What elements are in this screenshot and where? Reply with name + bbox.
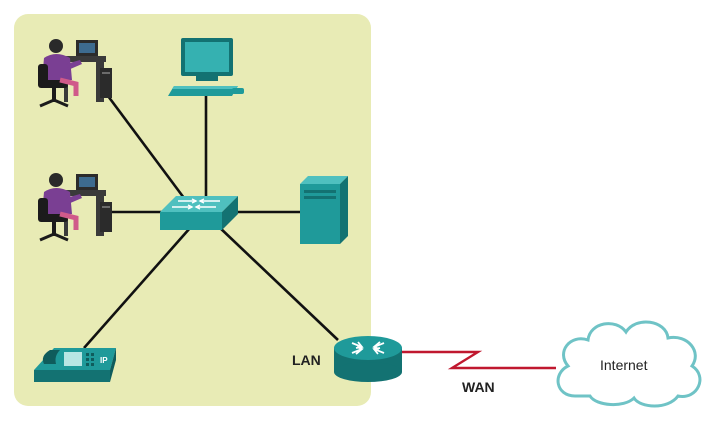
wan-link — [402, 350, 556, 370]
desktop-computer-icon — [168, 38, 244, 96]
lan-cables — [83, 95, 339, 349]
ip-phone-icon: IP — [34, 348, 116, 382]
router-icon — [334, 336, 402, 382]
internet-label: Internet — [600, 357, 648, 373]
lan-label: LAN — [292, 352, 321, 368]
cable-switch-ip-phone — [83, 227, 191, 349]
cloud-icon — [556, 320, 702, 408]
cable-switch-workstation-1 — [106, 95, 186, 199]
server-icon — [300, 176, 348, 244]
person-at-computer-icon — [38, 39, 112, 108]
ip-phone-badge: IP — [100, 356, 108, 365]
cable-switch-router — [217, 225, 339, 341]
network-switch-icon — [160, 196, 238, 230]
wan-label: WAN — [462, 379, 495, 395]
person-at-computer-icon — [38, 173, 112, 242]
